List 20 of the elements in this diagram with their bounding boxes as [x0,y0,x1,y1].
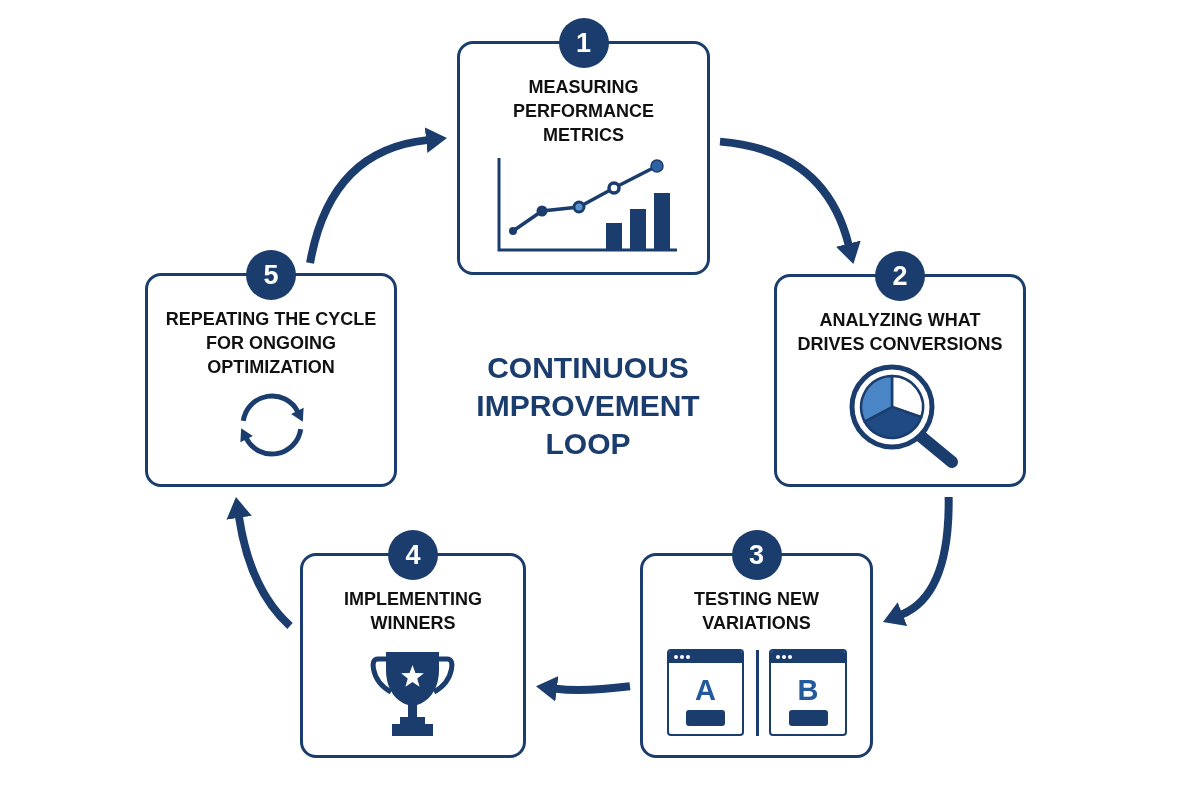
step-number-badge: 5 [246,249,296,300]
browser-window [769,649,847,736]
step-number-badge: 3 [731,529,782,580]
step-number-badge: 4 [388,529,438,580]
curved-arrow [719,137,861,264]
step-title: TESTING NEW VARIATIONS [693,588,820,635]
step-number-badge: 2 [875,250,925,301]
step-title: REPEATING THE CYCLE FOR ONGOING OPTIMIZATION [164,308,378,379]
step-title: MEASURING PERFORMANCE METRICS [512,76,655,147]
curved-arrow [306,127,447,264]
diagram-title: CONTINUOUS IMPROVEMENT LOOP [475,350,701,462]
browser-window [667,649,744,736]
variant-letter: A [695,675,716,705]
variant-letter: B [797,675,819,705]
curved-arrow [535,676,631,702]
curved-arrow [883,496,953,626]
curved-arrow [226,497,293,629]
step-number-badge: 1 [558,17,609,68]
step-title: ANALYZING WHAT DRIVES CONVERSIONS [796,309,1004,356]
step-title: IMPLEMENTING WINNERS [343,588,483,635]
